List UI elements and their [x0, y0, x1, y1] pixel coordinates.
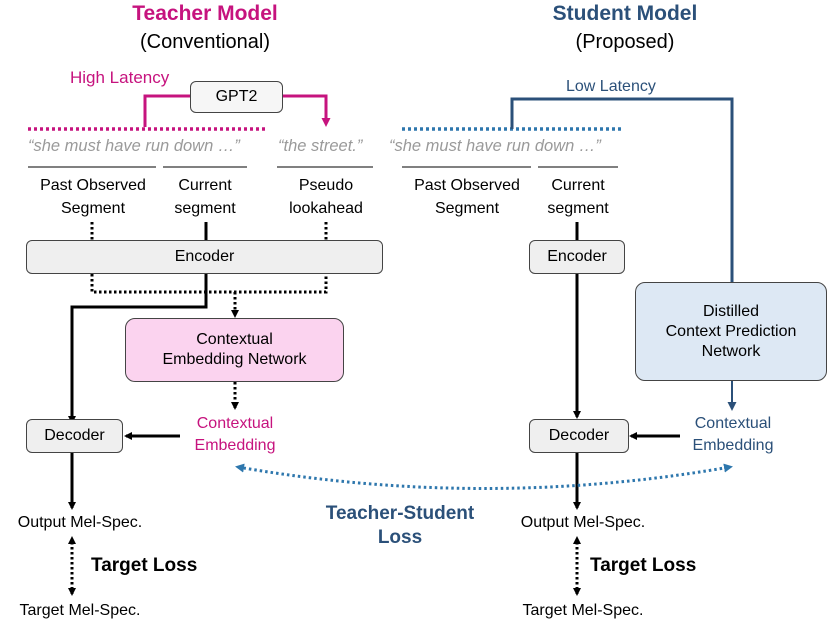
student-current-segment-label: Current segment: [547, 177, 609, 217]
teacher-student-loss-label: Teacher-Student Loss: [325, 503, 475, 548]
teacher-encoder-dotted-merge: [90, 274, 328, 294]
gpt2-label: GPT2: [215, 88, 258, 105]
teacher-contextual-embedding-label: Contextual Embedding: [194, 415, 276, 454]
teacher-current-segment-label: Current segment: [174, 177, 236, 217]
teacher-output-label: Output Mel-Spec.: [17, 514, 143, 531]
teacher-encoder-box: Encoder: [26, 240, 383, 274]
teacher-observed-quote: “she must have run down …”: [28, 137, 240, 155]
teacher-title: Teacher Model: [132, 2, 278, 25]
distilled-context-prediction-network-box: Distilled Context Prediction Network: [635, 282, 827, 381]
gpt2-box: GPT2: [190, 81, 283, 113]
teacher-subtitle: (Conventional): [139, 31, 271, 53]
teacher-student-loss-curve: [235, 463, 733, 490]
teacher-latency-label: High Latency: [70, 68, 170, 87]
student-output-label: Output Mel-Spec.: [520, 514, 646, 531]
contextual-embedding-network-box: Contextual Embedding Network: [125, 318, 344, 382]
student-past-segment-label: Past Observed Segment: [414, 177, 520, 217]
student-encoder-label: Encoder: [547, 248, 607, 265]
teacher-lookahead-quote: “the street.”: [278, 137, 363, 155]
student-decoder-label: Decoder: [548, 427, 610, 444]
teacher-target-label: Target Mel-Spec.: [19, 602, 141, 619]
teacher-target-loss-label: Target Loss: [91, 555, 198, 576]
student-observed-quote: “she must have run down …”: [389, 137, 601, 155]
teacher-encoder-label: Encoder: [174, 248, 235, 265]
teacher-decoder-label: Decoder: [44, 427, 105, 444]
teacher-past-segment-label: Past Observed Segment: [40, 177, 146, 217]
teacher-lookahead-segment-label: Pseudo lookahead: [289, 177, 363, 217]
student-decoder-box: Decoder: [529, 419, 629, 453]
student-latency-path: [510, 97, 734, 282]
student-latency-label: Low Latency: [566, 78, 656, 95]
teacher-decoder-box: Decoder: [26, 419, 123, 453]
teacher-gpt-path: [143, 94, 326, 127]
student-encoder-box: Encoder: [529, 240, 625, 274]
student-contextual-embedding-label: Contextual Embedding: [692, 415, 774, 454]
student-subtitle: (Proposed): [575, 31, 675, 53]
student-target-label: Target Mel-Spec.: [522, 602, 644, 619]
student-title: Student Model: [552, 2, 698, 25]
student-target-loss-label: Target Loss: [590, 555, 697, 576]
